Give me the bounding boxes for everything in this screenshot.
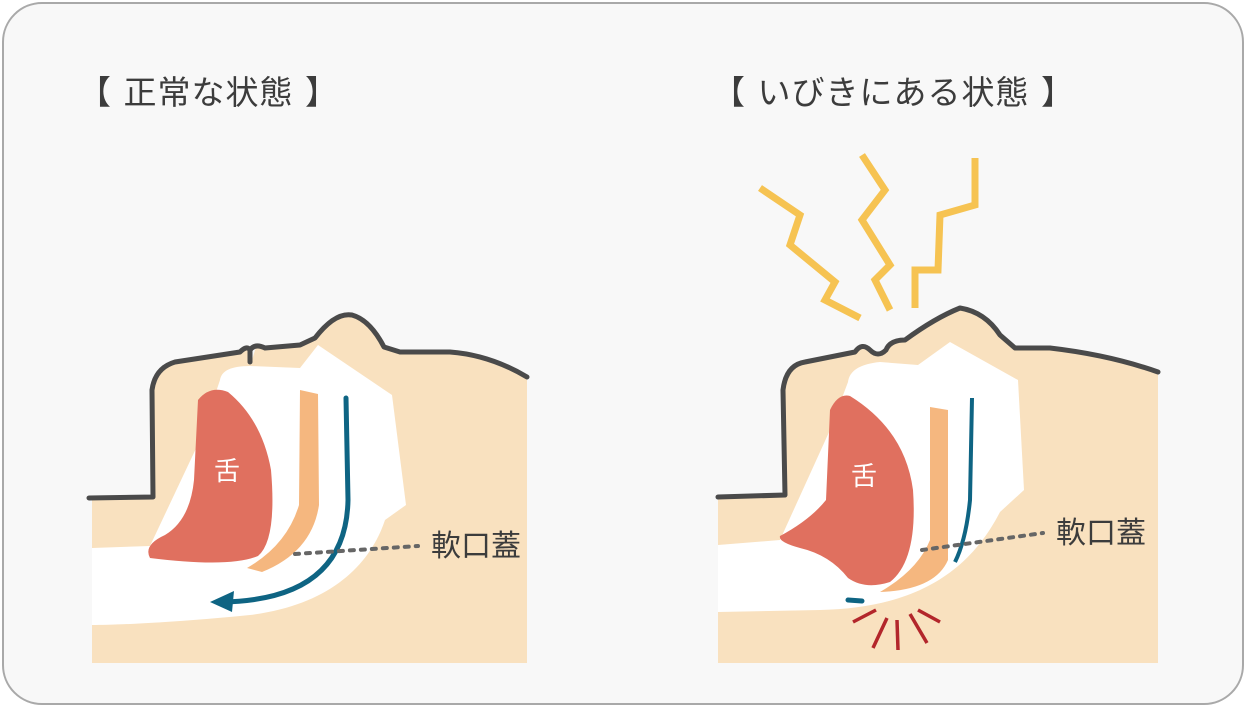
vibration-icon [852,608,941,651]
tongue [779,395,914,586]
soft-palate-label: 軟口蓋 [431,529,521,564]
pointer-dotted-line [293,544,420,556]
snoring-state-title: 【 いびきにある状態 】 [712,73,1075,112]
soft-palate [880,407,948,592]
blocked-airflow-mark [845,597,865,604]
head-outline [715,305,1161,500]
soft-palate [247,390,319,572]
tongue-label: 舌 [214,457,240,487]
arrowhead-icon [210,591,234,612]
snore-sound-icon [758,153,979,322]
tongue [148,389,273,563]
head-outline [86,312,530,501]
soft-palate-label: 軟口蓋 [1056,516,1146,551]
snoring-state-illustration: 舌 軟口蓋 [715,153,1161,663]
airflow-arrow [219,395,351,605]
collapsed-airflow-line [953,397,974,563]
normal-state-illustration: 舌 軟口蓋 [86,312,530,663]
tongue-label: 舌 [851,462,877,492]
normal-state-title: 【 正常な状態 】 [78,73,339,112]
pointer-dotted-line [920,531,1045,552]
